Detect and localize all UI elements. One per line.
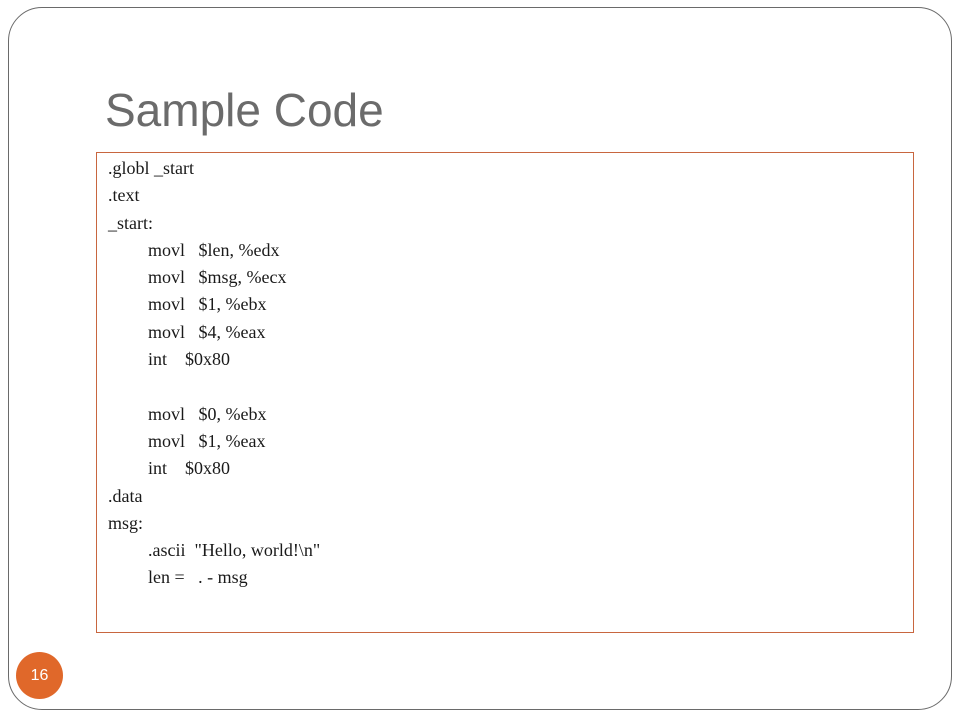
code-line-blank	[108, 373, 320, 400]
code-line: movl $1, %ebx	[148, 294, 267, 315]
code-box: .globl _start .text _start: movl $len, %…	[96, 152, 914, 633]
code-line: _start:	[108, 212, 153, 233]
code-line: .data	[108, 485, 143, 506]
code-line: msg:	[108, 512, 144, 533]
code-line: .globl _start	[108, 158, 194, 178]
code-line: .ascii "Hello, world!\n"	[148, 540, 321, 561]
code-line: len = . - msg	[148, 567, 248, 588]
code-line: int $0x80	[148, 349, 231, 370]
code-line: int $0x80	[148, 458, 231, 479]
code-line: movl $1, %eax	[148, 430, 266, 451]
code-listing: .globl _start .text _start: movl $len, %…	[108, 155, 320, 592]
slide-frame	[8, 7, 952, 710]
code-line: movl $msg, %ecx	[148, 267, 287, 288]
page-number-badge: 16	[16, 652, 63, 699]
code-line: .text	[108, 185, 140, 206]
code-line: movl $4, %eax	[148, 321, 266, 342]
code-line: movl $len, %edx	[148, 239, 280, 260]
slide-title: Sample Code	[105, 84, 384, 136]
code-line: movl $0, %ebx	[148, 403, 267, 424]
